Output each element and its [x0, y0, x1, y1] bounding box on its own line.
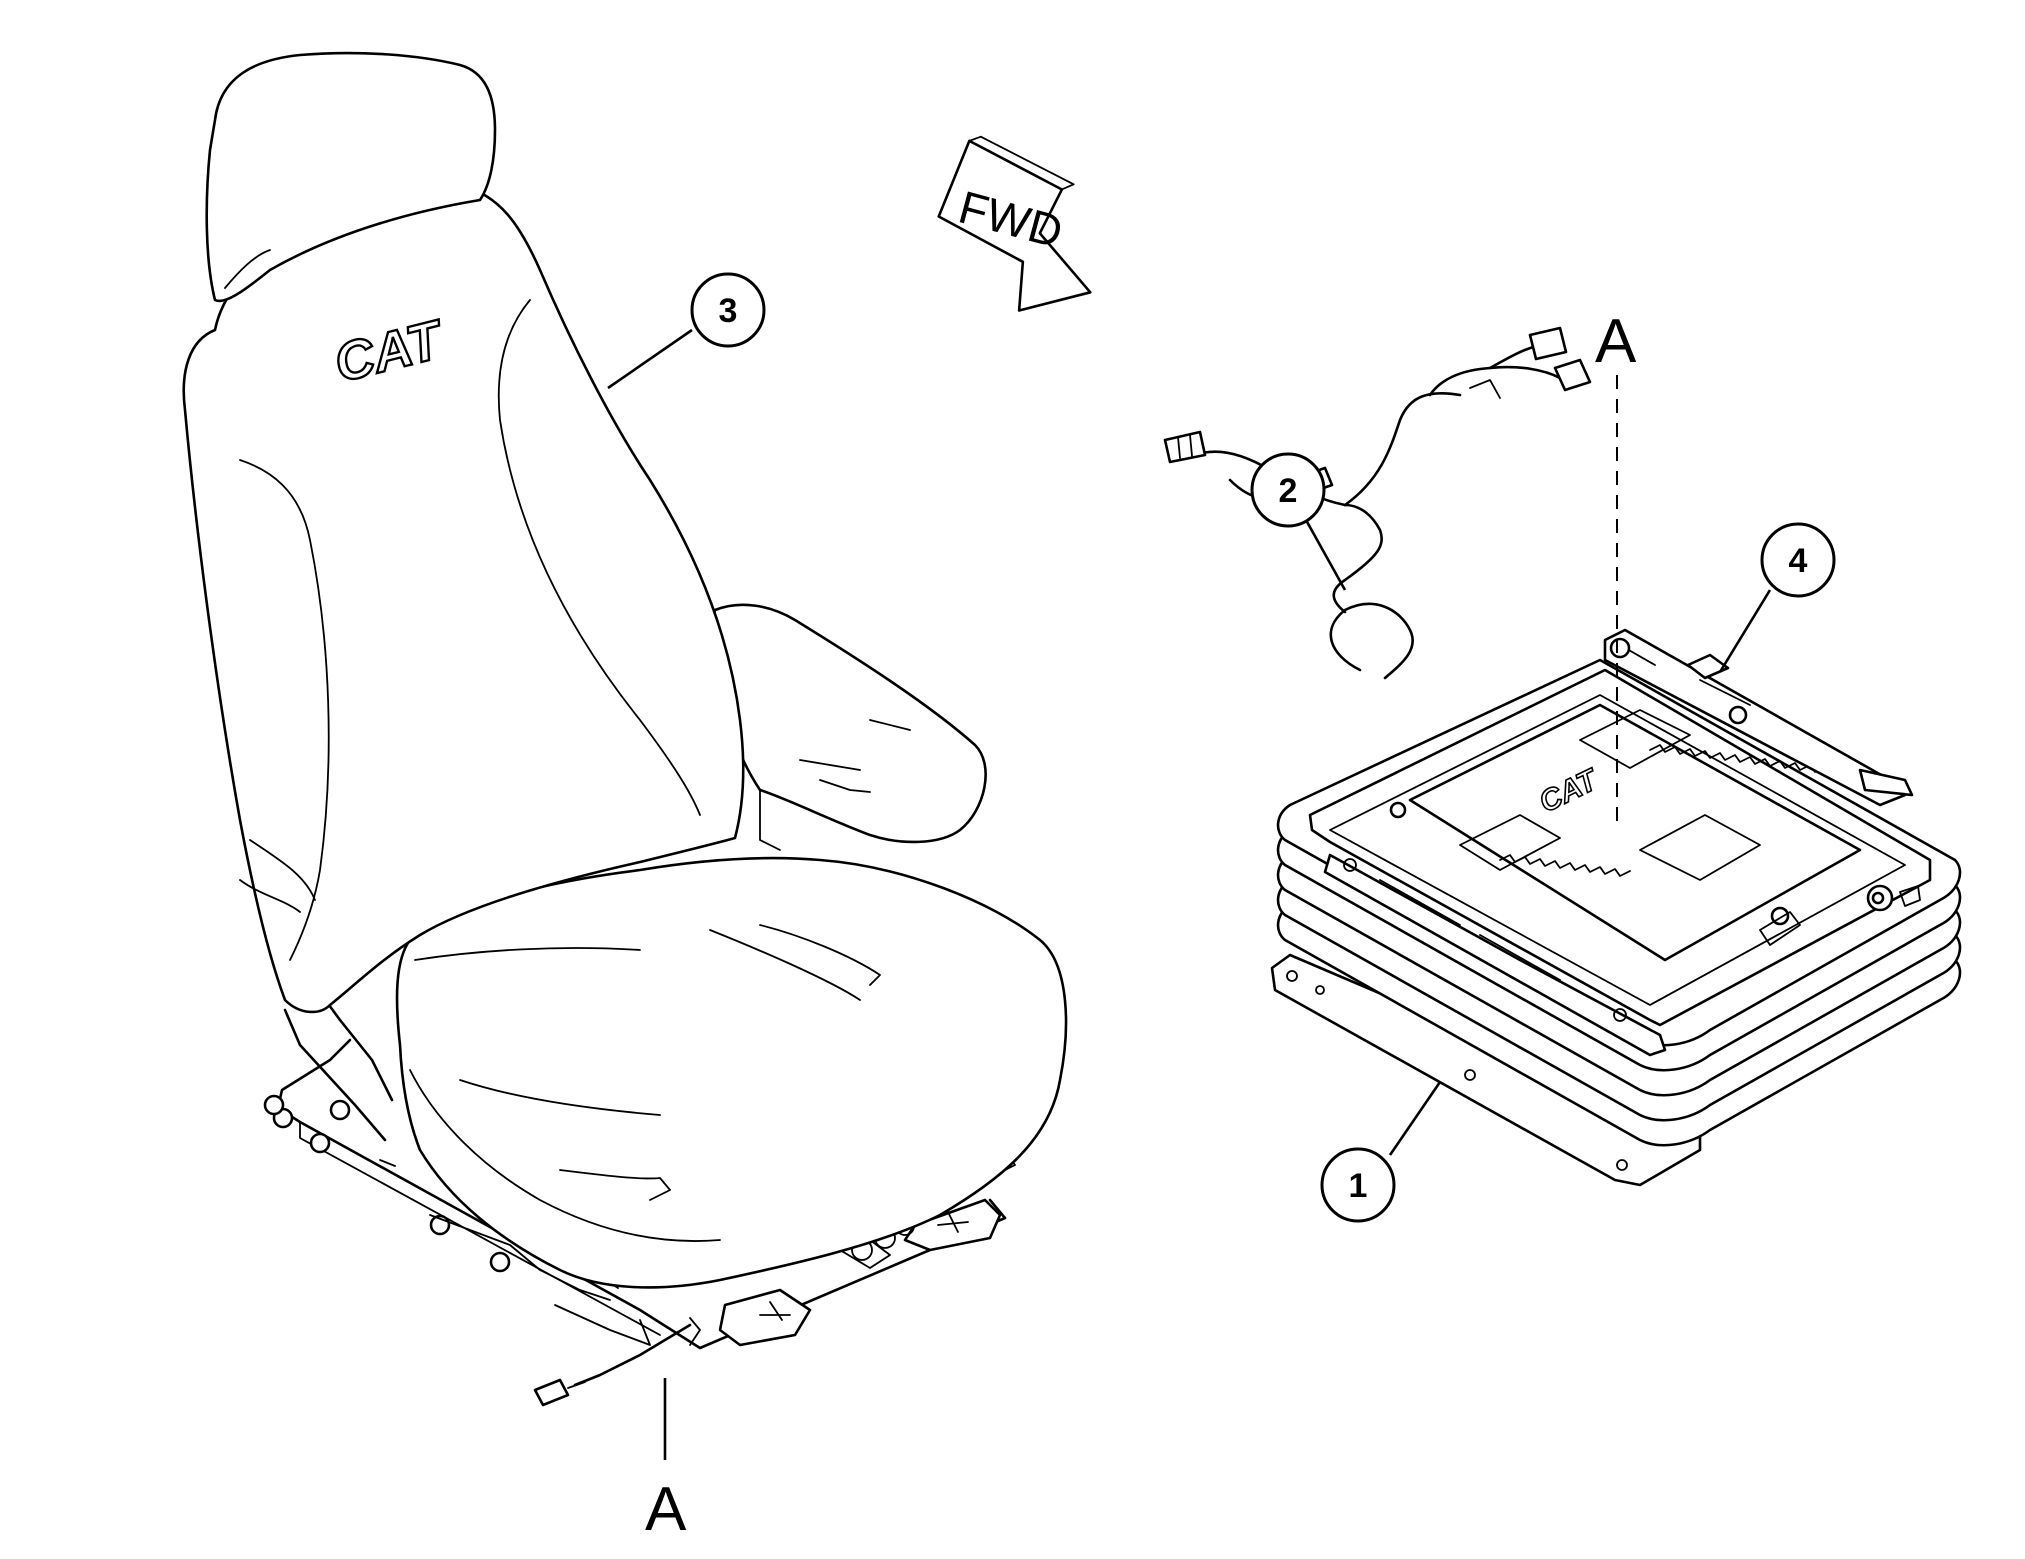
section-label-a-left: A	[645, 1475, 687, 1544]
callout-2: 2	[1250, 452, 1347, 591]
fwd-direction-arrow: FWD	[937, 135, 1092, 312]
slide-rails	[1603, 628, 1914, 807]
armrest	[710, 603, 987, 844]
callout-4-number: 4	[1789, 542, 1808, 580]
harness-connector-right	[1528, 326, 1568, 361]
callout-1-number: 1	[1349, 1167, 1368, 1205]
callout-2-number: 2	[1279, 472, 1298, 510]
harness-connector-left	[1163, 430, 1207, 464]
callout-1: 1	[1320, 1081, 1442, 1223]
mounting-plate	[1270, 953, 1702, 1187]
seat-cushion	[395, 856, 1068, 1289]
headrest	[205, 51, 497, 303]
suspension-base-assembly: CAT	[1270, 628, 1962, 1187]
callout-3: 3	[607, 272, 766, 390]
section-label-a-right: A	[1595, 307, 1637, 376]
seat-back	[182, 183, 745, 1014]
section-marker-right: A	[1595, 307, 1637, 830]
seat-harness-tail	[573, 1323, 692, 1387]
wiring-harness	[1163, 326, 1592, 680]
section-marker-left: A	[645, 1378, 687, 1544]
seat-assembly: CAT	[182, 51, 1068, 1407]
callout-4: 4	[1718, 522, 1836, 673]
callout-3-number: 3	[719, 292, 738, 330]
